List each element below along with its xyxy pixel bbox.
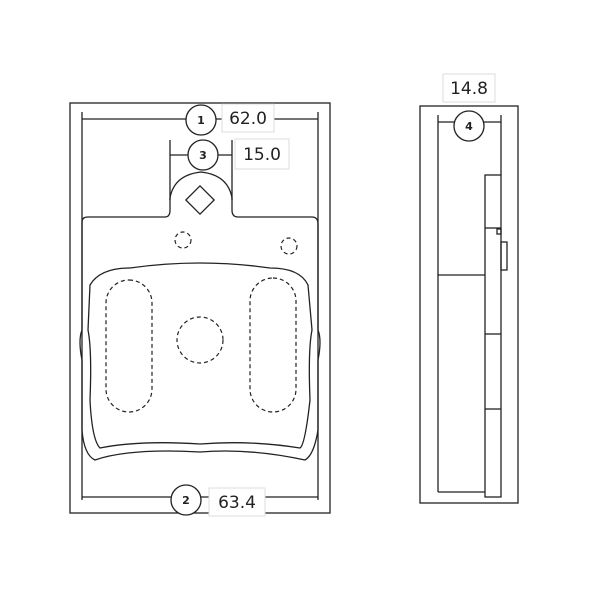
- backing-plate-outline: [79, 171, 321, 461]
- dimension-marker-1-label: 1: [197, 114, 205, 127]
- friction-material-outline: [87, 262, 313, 449]
- front-view-frame: [69, 102, 331, 514]
- dimension-marker-2: [170, 484, 202, 516]
- dimension-marker-3: [187, 139, 219, 171]
- dimension-value-4: 14.8: [450, 79, 488, 99]
- diamond-hole: [184, 184, 216, 216]
- dimension-marker-4-label: 4: [465, 120, 473, 133]
- slot-left: [105, 279, 153, 413]
- dimension-marker-4: [453, 110, 485, 142]
- dimension-marker-3-label: 3: [199, 149, 207, 162]
- dimension-marker-2-label: 2: [182, 494, 190, 507]
- backing-plate-side: [484, 174, 502, 498]
- front-view: 1 62.0 3 15.0 2 63.4: [69, 102, 331, 517]
- dimension-value-2: 63.4: [218, 493, 256, 513]
- wear-indicator-tab: [500, 241, 508, 271]
- dimension-value-3: 15.0: [243, 145, 281, 165]
- side-view: 4 14.8: [419, 73, 519, 504]
- center-recess: [176, 316, 224, 364]
- slot-right: [249, 277, 297, 413]
- side-view-frame: [419, 105, 519, 504]
- dimension-value-1: 62.0: [229, 109, 267, 129]
- dimension-marker-1: [185, 104, 217, 136]
- pin-hole-left: [174, 231, 192, 249]
- pin-hole-right: [280, 237, 298, 255]
